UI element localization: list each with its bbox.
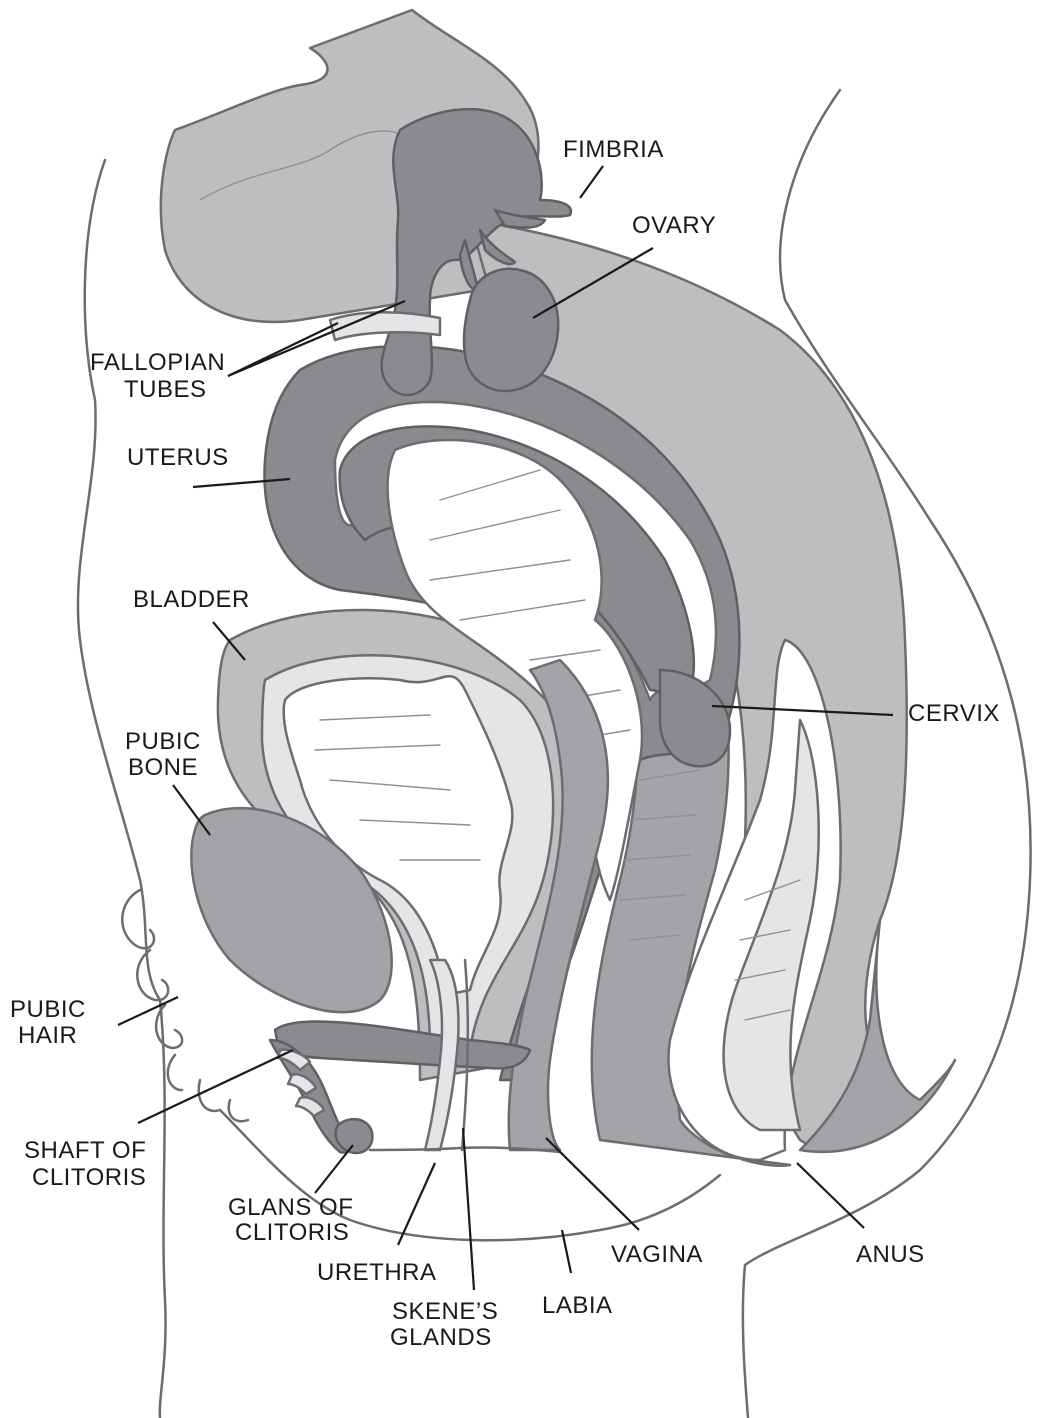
glans-leader [315,1145,353,1193]
fimbria-leader [580,166,603,198]
label-shaft-2: CLITORIS [32,1164,146,1191]
label-bladder: BLADDER [133,586,250,613]
ovary [464,269,558,391]
label-pubic-bone-1: PUBIC [125,728,201,755]
anus-leader [797,1163,864,1228]
label-pubic-bone-2: BONE [128,754,198,781]
vagina-leader [546,1138,639,1230]
label-ovary: OVARY [632,212,716,239]
label-skenes-2: GLANDS [390,1324,492,1351]
label-anus: ANUS [856,1241,925,1268]
label-skenes-1: SKENE’S [392,1298,498,1325]
skenes-leader [463,1128,474,1290]
label-labia: LABIA [542,1292,613,1319]
label-pubic-hair-2: HAIR [18,1022,77,1049]
label-urethra: URETHRA [317,1259,437,1286]
label-uterus: UTERUS [127,444,229,471]
label-cervix: CERVIX [908,700,1000,727]
label-glans-1: GLANS OF [228,1194,353,1221]
urethra-leader [398,1163,435,1245]
label-pubic-hair-1: PUBIC [10,996,86,1023]
label-vagina: VAGINA [611,1241,703,1268]
label-glans-2: CLITORIS [235,1219,349,1246]
label-fallopian-1: FALLOPIAN [90,349,225,376]
label-fimbria: FIMBRIA [563,136,664,163]
pubic-hair-leader [118,997,178,1025]
label-fallopian-2: TUBES [124,376,207,403]
clitoris-glans [336,1119,373,1153]
pubic-bone-leader [173,785,210,835]
label-shaft-1: SHAFT OF [24,1137,146,1164]
